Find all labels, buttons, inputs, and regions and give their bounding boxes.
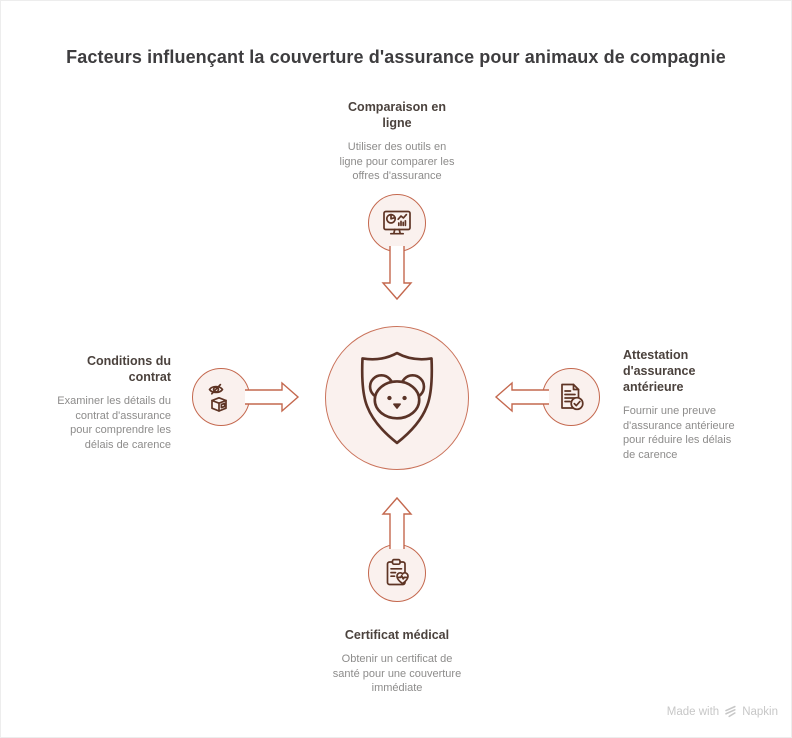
arrow-up-icon — [381, 496, 413, 549]
monitor-chart-icon — [383, 210, 411, 235]
node-right-description: Fournir une preuve d'assurance antérieur… — [623, 405, 735, 462]
arrow-down-icon — [381, 246, 413, 301]
document-check-icon — [561, 383, 584, 411]
center-circle — [325, 326, 469, 470]
node-left-circle — [192, 368, 250, 426]
node-right-text: Attestation d'assurance antérieure Fourn… — [623, 347, 741, 463]
node-bottom-title: Certificat médical — [344, 628, 450, 642]
node-bottom-text: Certificat médical Obtenir un certificat… — [327, 627, 467, 696]
node-bottom-description: Obtenir un certificat de santé pour une … — [332, 653, 462, 695]
node-left-text: Conditions du contrat Examiner les détai… — [51, 353, 171, 453]
arrow-right-icon — [245, 381, 300, 413]
node-bottom-circle — [368, 544, 426, 602]
page-title: Facteurs influençant la couverture d'ass… — [66, 47, 726, 67]
watermark-prefix: Made with — [666, 705, 720, 718]
node-top-description: Utiliser des outils en ligne pour compar… — [339, 141, 455, 183]
watermark: Made with Napkin — [667, 704, 778, 719]
node-left-title: Conditions du contrat — [86, 354, 171, 384]
node-top-title: Comparaison en ligne — [348, 100, 446, 130]
node-left-description: Examiner les détails du contrat d'assura… — [57, 395, 171, 452]
watermark-brand: Napkin — [742, 705, 778, 718]
node-right-title: Attestation d'assurance antérieure — [623, 348, 696, 394]
shield-pet-icon — [360, 351, 434, 445]
napkin-logo-icon — [725, 705, 736, 718]
node-right-circle — [542, 368, 600, 426]
inspect-box-icon — [208, 383, 227, 412]
node-top-text: Comparaison en ligne Utiliser des outils… — [337, 99, 457, 184]
node-top-circle — [368, 194, 426, 252]
medical-certificate-icon — [386, 558, 409, 586]
